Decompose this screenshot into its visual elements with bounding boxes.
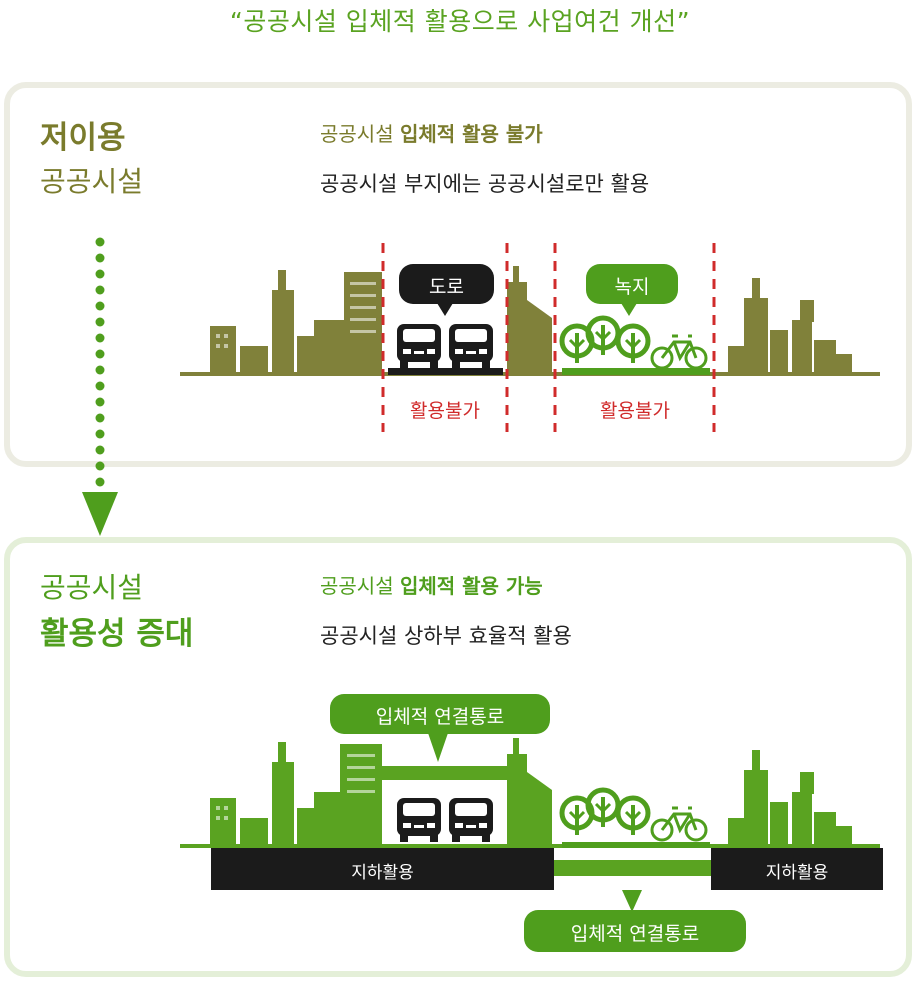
car-icon	[397, 324, 441, 368]
building-icon	[728, 750, 852, 846]
underground-left-block	[211, 848, 554, 890]
after-subtitle-bold: 입체적 활용 가능	[399, 574, 543, 598]
building-icon	[728, 278, 852, 374]
before-scene	[180, 243, 880, 432]
down-arrow-icon	[82, 237, 118, 536]
after-panel	[4, 537, 912, 977]
page-title: “공공시설 입체적 활용으로 사업여건 개선”	[229, 7, 691, 36]
before-subtitle-plain: 공공시설	[320, 122, 400, 146]
after-scene	[180, 694, 883, 952]
green-bubble-label: 녹지	[614, 276, 650, 298]
tree-icon	[562, 318, 648, 363]
bicycle-icon	[650, 806, 708, 842]
after-label-line1: 공공시설	[40, 571, 144, 604]
before-subtitle: 공공시설 입체적 활용 불가	[320, 118, 543, 147]
before-description: 공공시설 부지에는 공공시설로만 활용	[320, 172, 650, 196]
top-bubble-shape	[330, 694, 550, 762]
after-subtitle-plain: 공공시설	[320, 574, 400, 598]
car-icon	[449, 324, 493, 368]
car-icon	[449, 798, 493, 842]
building-icon	[507, 738, 552, 846]
bottom-bubble-label: 입체적 연결통로	[570, 923, 700, 945]
underground-right-block	[711, 848, 883, 890]
before-label-line1: 저이용	[40, 120, 126, 156]
building-icon	[210, 270, 382, 374]
dashed-boundary-lines	[381, 243, 716, 432]
after-subtitle: 공공시설 입체적 활용 가능	[320, 570, 543, 599]
road-bubble-label: 도로	[429, 276, 464, 298]
green-zone-label: 활용불가	[600, 400, 670, 422]
bicycle-icon	[650, 334, 708, 370]
underground-left-label: 지하활용	[351, 863, 414, 883]
road-bubble-shape	[399, 264, 494, 316]
underground-right-label: 지하활용	[765, 863, 829, 883]
bottom-bubble-shape	[524, 890, 746, 952]
before-subtitle-bold: 입체적 활용 불가	[399, 122, 543, 146]
top-bubble-label: 입체적 연결통로	[375, 706, 505, 728]
after-label-line2: 활용성 증대	[40, 616, 194, 652]
building-icon	[507, 266, 552, 374]
building-icon	[210, 742, 382, 846]
road-zone-label: 활용불가	[410, 400, 480, 422]
car-icon	[397, 798, 441, 842]
green-bubble-shape	[586, 264, 678, 316]
before-label-line2: 공공시설	[40, 165, 144, 198]
after-description: 공공시설 상하부 효율적 활용	[320, 624, 572, 648]
tree-icon	[562, 790, 648, 835]
before-panel	[4, 82, 912, 467]
